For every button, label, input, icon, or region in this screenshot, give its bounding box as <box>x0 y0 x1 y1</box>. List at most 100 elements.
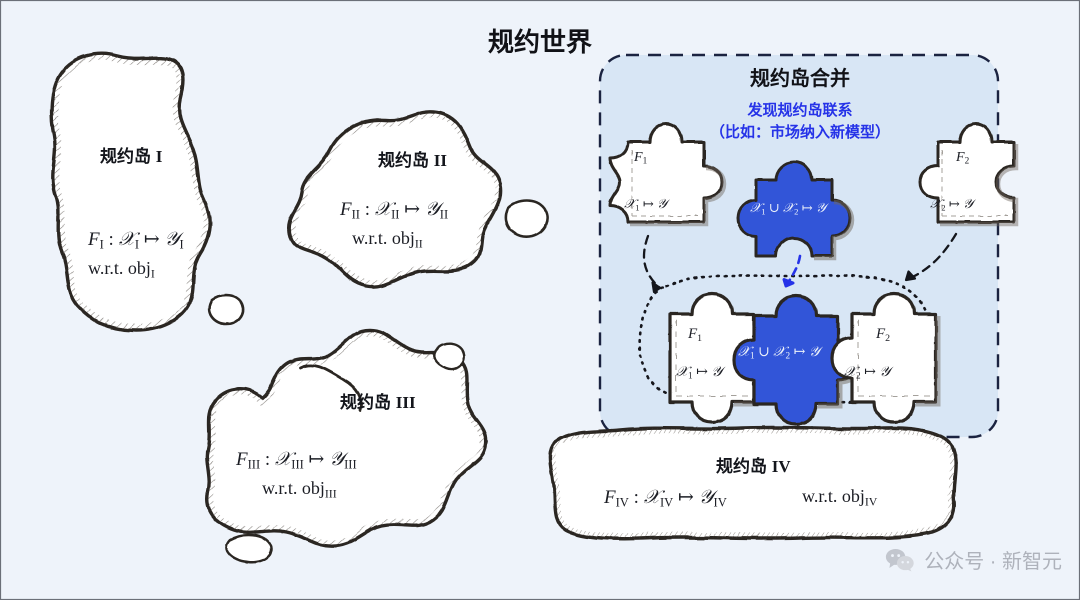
island-2-wrt: w.r.t. objII <box>352 228 423 251</box>
f-symbol: F <box>340 199 352 220</box>
island-3-wrt: w.r.t. objIII <box>262 478 337 501</box>
f-subscript: III <box>247 457 261 472</box>
f-symbol: F <box>876 326 886 342</box>
merged-assembled-body: 𝒳1 ∪ 𝒳2 ↦ 𝒴 <box>738 344 820 361</box>
f-subscript: IV <box>615 495 629 510</box>
island-4-formula: FIV : 𝒳IV ↦ 𝒴IV <box>604 486 727 511</box>
mapsto: ↦ <box>798 200 816 215</box>
y-subscript: IV <box>713 495 727 510</box>
island-1-shape <box>49 52 212 332</box>
island-4-label: 规约岛 IV <box>716 452 791 477</box>
puzzle-piece-f2-source <box>918 122 1019 227</box>
arrow-merged-to-assembly <box>782 254 802 288</box>
islet-near-island-1 <box>207 293 245 326</box>
mapsto: ↦ <box>945 196 963 211</box>
y-symbol: 𝒴 <box>711 365 723 380</box>
arrow-f1-to-assembly <box>642 234 662 294</box>
colon: : <box>260 449 275 470</box>
island-3-label: 规约岛 III <box>340 388 416 413</box>
f2-assembled-body: 𝒳2 ↦ 𝒴 <box>844 364 890 381</box>
island-4-wrt: w.r.t. objIV <box>802 486 877 509</box>
x-symbol: 𝒳 <box>374 199 392 220</box>
x-subscript: III <box>291 457 304 472</box>
islet-right-of-island-3 <box>433 342 466 371</box>
page-title: 规约世界 <box>487 27 592 57</box>
wrt-subscript: II <box>414 236 423 251</box>
f-subscript: 2 <box>964 155 970 166</box>
f1-source-body: 𝒳1 ↦ 𝒴 <box>624 196 667 212</box>
y-symbol: 𝒴 <box>424 199 440 220</box>
island-4-shape <box>548 425 958 541</box>
f-subscript: II <box>351 207 360 222</box>
y-subscript: III <box>344 457 357 472</box>
x1-symbol: 𝒳 <box>738 345 751 360</box>
assembled-group-outline <box>638 274 932 404</box>
y-symbol: 𝒴 <box>962 196 974 211</box>
union-symbol: ∪ <box>765 200 783 215</box>
x2-subscript: 2 <box>794 206 799 217</box>
island-3-formula: FIII : 𝒳III ↦ 𝒴III <box>236 448 357 473</box>
island-1-wrt: w.r.t. objI <box>88 258 155 281</box>
y-symbol: 𝒴 <box>329 449 345 470</box>
y-symbol: 𝒴 <box>656 196 668 211</box>
island-3-label-num: III <box>395 393 416 412</box>
wrt-subscript: III <box>324 486 337 501</box>
f-symbol: F <box>634 150 643 165</box>
y-symbol: 𝒴 <box>698 487 714 508</box>
mapsto: ↦ <box>692 365 712 380</box>
f-symbol: F <box>688 326 698 342</box>
x-subscript: 2 <box>856 370 861 381</box>
islet-below-island-3 <box>225 533 273 564</box>
x-symbol: 𝒳 <box>643 487 660 508</box>
f-subscript: 1 <box>697 332 703 344</box>
island-1-label: 规约岛 I <box>100 142 162 167</box>
merge-note-line-2: （比如：市场纳入新模型） <box>709 123 890 141</box>
island-4-label-cn: 规约岛 <box>716 457 767 476</box>
x2-subscript: 2 <box>785 350 791 361</box>
f-symbol: F <box>956 150 965 165</box>
wrt-text: w.r.t. obj <box>802 486 865 506</box>
f-subscript: I <box>99 237 104 252</box>
island-1-formula: FI : 𝒳I ↦ 𝒴I <box>88 228 184 253</box>
puzzle-piece-merged-top <box>736 160 855 261</box>
x1-subscript: 1 <box>761 206 766 217</box>
x-subscript: 1 <box>635 202 640 213</box>
f2-assembled-label: F2 <box>876 326 890 344</box>
wrt-subscript: I <box>150 266 155 281</box>
merge-panel-note: 发现规约岛联系 （比如：市场纳入新模型） <box>650 100 950 144</box>
puzzle-piece-f1-source <box>608 122 727 227</box>
f1-assembled-body: 𝒳1 ↦ 𝒴 <box>676 364 722 381</box>
island-1-label-cn: 规约岛 <box>100 147 151 166</box>
mapsto: ↦ <box>399 199 425 220</box>
f2-source-label: F2 <box>956 150 969 166</box>
mapsto: ↦ <box>639 196 657 211</box>
island-4-label-num: IV <box>771 457 791 476</box>
f-symbol: F <box>88 229 100 250</box>
island-2-label-num: II <box>433 151 447 170</box>
puzzle-piece-f2-assembled <box>830 292 941 424</box>
f-subscript: 1 <box>642 155 648 166</box>
mapsto: ↦ <box>303 449 330 470</box>
wrt-text: w.r.t. obj <box>88 258 151 278</box>
x-symbol: 𝒳 <box>118 229 135 250</box>
y-symbol: 𝒴 <box>808 345 820 360</box>
island-2-label-cn: 规约岛 <box>378 151 429 170</box>
mapsto: ↦ <box>790 345 809 360</box>
x-subscript: IV <box>659 495 674 510</box>
merge-panel-title: 规约岛合并 <box>750 68 850 90</box>
islet-near-island-2 <box>504 199 549 238</box>
x-symbol: 𝒳 <box>624 196 636 211</box>
mapsto: ↦ <box>139 229 165 250</box>
colon: : <box>359 199 375 220</box>
x-symbol: 𝒳 <box>274 449 292 470</box>
y-symbol: 𝒴 <box>815 200 826 215</box>
island-2-formula: FII : 𝒳II ↦ 𝒴II <box>340 198 448 223</box>
wrt-text: w.r.t. obj <box>262 478 325 498</box>
f-subscript: 2 <box>885 332 891 344</box>
f1-assembled-label: F1 <box>688 326 702 344</box>
mapsto: ↦ <box>860 365 880 380</box>
arrow-f2-to-assembly <box>904 232 958 282</box>
x-symbol: 𝒳 <box>930 196 942 211</box>
